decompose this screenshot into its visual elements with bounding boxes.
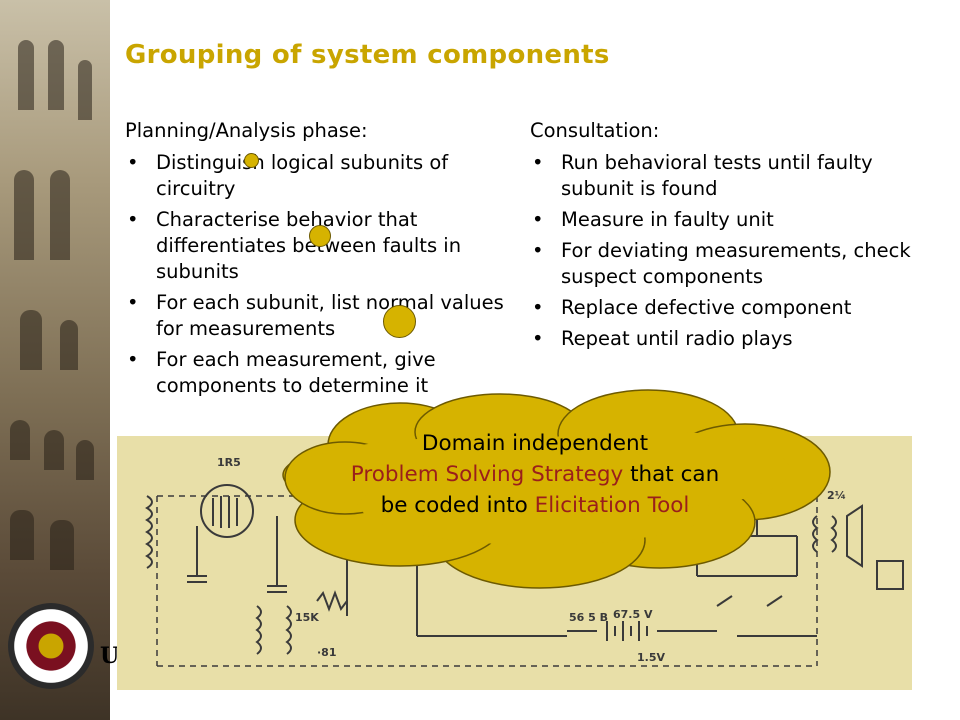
logo-letter: U bbox=[100, 643, 120, 669]
cloud-callout-text: Domain independent Problem Solving Strat… bbox=[350, 428, 720, 521]
capacitor-label: ·81 bbox=[317, 646, 337, 659]
tube-label: 1R5 bbox=[217, 456, 241, 469]
list-item: Distinguish logical subunits of circuitr… bbox=[125, 150, 520, 202]
speaker-label: 2¼ bbox=[827, 489, 846, 502]
list-item: For each measurement, give components to… bbox=[125, 347, 520, 399]
battery-label-c: 1.5V bbox=[637, 651, 665, 664]
resistor-label: 15K bbox=[295, 611, 319, 624]
consultation-list: Run behavioral tests until faulty subuni… bbox=[530, 150, 940, 352]
list-item: Measure in faulty unit bbox=[530, 207, 940, 233]
thought-dot-large bbox=[383, 305, 416, 338]
battery-label-b: 67.5 V bbox=[613, 608, 653, 621]
callout-text-1: Domain independent bbox=[421, 431, 649, 456]
thought-dot-small bbox=[244, 153, 259, 168]
callout-accent-1: Problem Solving Strategy bbox=[350, 462, 624, 487]
page-title: Grouping of system components bbox=[125, 40, 610, 70]
list-item: Replace defective component bbox=[530, 295, 940, 321]
list-item: Run behavioral tests until faulty subuni… bbox=[530, 150, 940, 202]
cathedral-photo bbox=[0, 0, 110, 720]
callout-text-2: that can be coded into bbox=[380, 462, 720, 518]
list-item: Repeat until radio plays bbox=[530, 326, 940, 352]
consultation-column: Consultation: Run behavioral tests until… bbox=[530, 118, 940, 357]
thought-dot-medium bbox=[309, 225, 331, 247]
consultation-heading: Consultation: bbox=[530, 119, 660, 142]
list-item: For deviating measurements, check suspec… bbox=[530, 238, 940, 290]
battery-label-a: 56 5 B bbox=[569, 611, 608, 624]
list-item: For each subunit, list normal values for… bbox=[125, 290, 520, 342]
university-seal-logo bbox=[8, 603, 94, 689]
planning-list: Distinguish logical subunits of circuitr… bbox=[125, 150, 520, 399]
planning-column: Planning/Analysis phase: Distinguish log… bbox=[125, 118, 520, 404]
callout-accent-2: Elicitation Tool bbox=[534, 493, 690, 518]
planning-heading: Planning/Analysis phase: bbox=[125, 119, 368, 142]
list-item: Characterise behavior that differentiate… bbox=[125, 207, 520, 285]
